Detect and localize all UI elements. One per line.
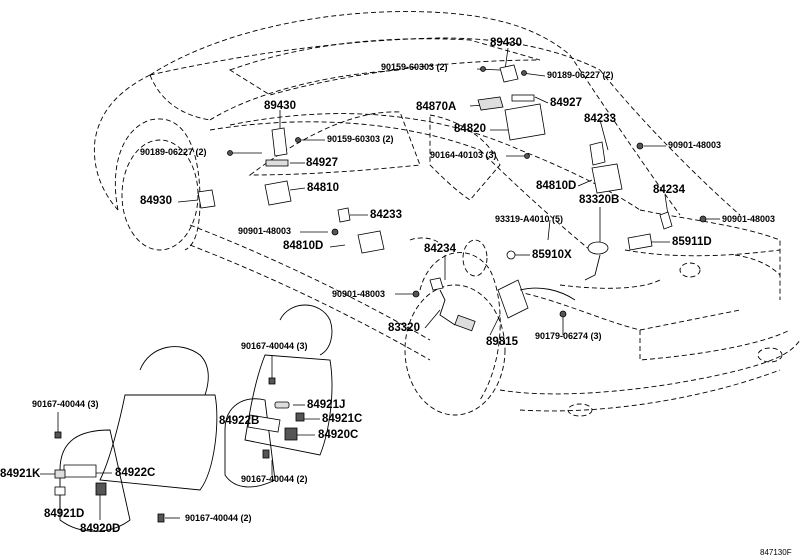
part-label-90189-right: 90189-06227 (2) (547, 70, 614, 80)
part-label-90901-r2: 90901-48003 (722, 214, 776, 224)
part-label-93319: 93319-A4010 (5) (495, 214, 564, 224)
part-label-90167-c: 90167-40044 (2) (241, 474, 308, 484)
part-label-90167-d: 90167-40044 (2) (185, 513, 252, 523)
part-label-90164: 90164-40103 (3) (430, 150, 497, 160)
part-label-84927-left: 84927 (306, 157, 338, 169)
part-label-84922B: 84922B (219, 415, 260, 427)
part-label-90159-left: 90159-60303 (2) (327, 134, 394, 144)
part-label-84820: 84820 (454, 123, 486, 135)
part-label-90179: 90179-06274 (3) (535, 331, 602, 341)
part-label-84921K: 84921K (0, 468, 41, 480)
part-label-83320: 83320 (388, 322, 420, 334)
leader-lines (40, 47, 720, 520)
part-label-89430-top: 89430 (490, 37, 522, 49)
part-label-85910X: 85910X (532, 249, 572, 261)
part-label-84810D-left: 84810D (283, 240, 324, 252)
part-label-84922C: 84922C (115, 467, 156, 479)
part-label-84233-left: 84233 (370, 209, 402, 221)
part-label-84234-right: 84234 (653, 184, 685, 196)
part-label-90189-left: 90189-06227 (2) (140, 147, 207, 157)
part-label-85911D: 85911D (672, 236, 712, 248)
part-label-84234-left: 84234 (424, 243, 456, 255)
part-label-84810: 84810 (307, 182, 339, 194)
part-label-84920D: 84920D (80, 523, 121, 535)
part-label-84921J: 84921J (307, 399, 346, 411)
part-label-90901-r1: 90901-48003 (668, 140, 722, 150)
illustration-code: 847130F (760, 548, 792, 557)
part-label-84233-right: 84233 (584, 113, 616, 125)
part-label-89430-left: 89430 (264, 100, 296, 112)
part-label-90901-mid: 90901-48003 (332, 289, 386, 299)
part-label-84921D: 84921D (44, 508, 85, 520)
part-label-83320B: 83320B (579, 194, 620, 206)
parts (54, 64, 707, 523)
part-label-84921C: 84921C (322, 413, 363, 425)
part-label-90159-top: 90159-60303 (2) (381, 62, 448, 72)
part-label-90167-b: 90167-40044 (3) (32, 399, 99, 409)
part-label-90901-l: 90901-48003 (238, 226, 292, 236)
part-label-84920C: 84920C (318, 429, 359, 441)
part-label-84810D-right: 84810D (536, 180, 577, 192)
part-label-89815: 89815 (486, 336, 518, 348)
part-label-84927-top: 84927 (550, 97, 582, 109)
part-label-84870A: 84870A (416, 101, 457, 113)
part-label-84930: 84930 (140, 195, 172, 207)
part-label-90167-a: 90167-40044 (3) (241, 341, 308, 351)
seats-outline (59, 304, 333, 532)
